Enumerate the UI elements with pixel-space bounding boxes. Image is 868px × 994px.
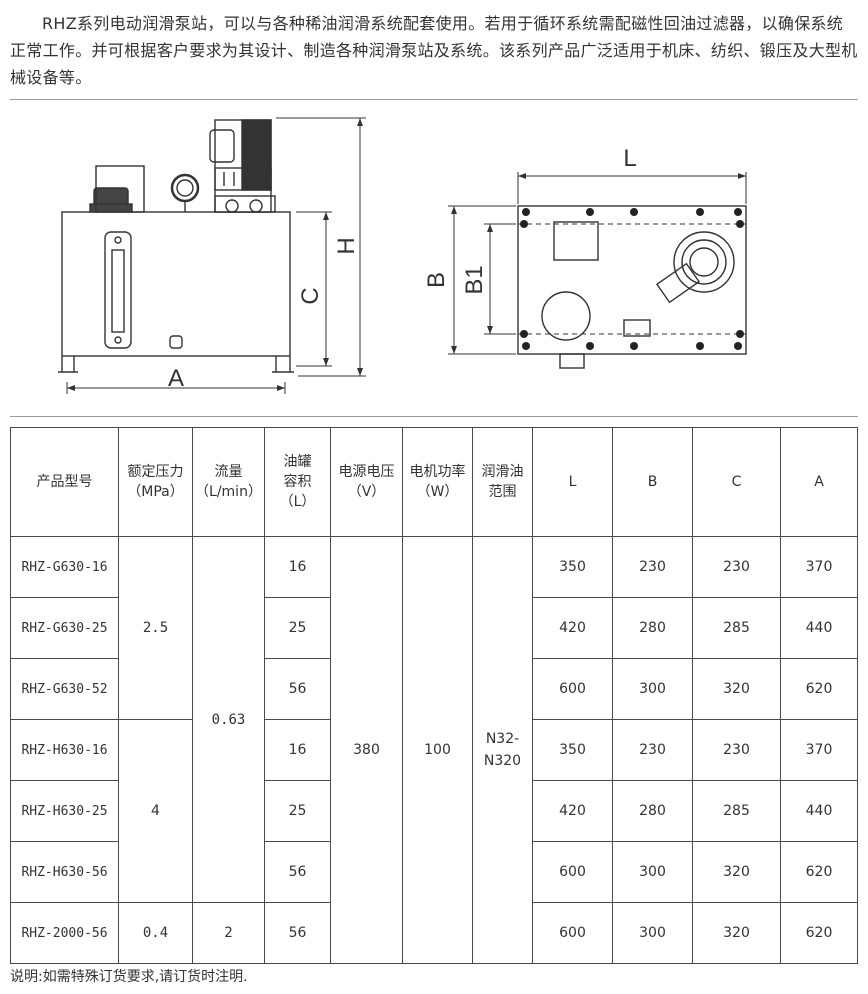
divider-top	[10, 99, 858, 100]
cell-c: 285	[692, 780, 781, 842]
table-header-row: 产品型号 额定压力 （MPa） 流量 （L/min） 油罐 容积 （L） 电源电…	[10, 427, 858, 537]
cell-model: RHZ-H630-16	[10, 719, 119, 781]
dim-label-b: B	[423, 272, 450, 288]
cell-b: 300	[612, 902, 693, 964]
cell-model: RHZ-G630-52	[10, 658, 119, 720]
table-row: RHZ-2000-56 0.4 2 56 600 300 320 620	[10, 902, 858, 964]
cell-b: 230	[612, 536, 693, 598]
header-b: B	[612, 427, 693, 537]
cell-model: RHZ-G630-25	[10, 597, 119, 659]
header-voltage: 电源电压 （V）	[330, 427, 403, 537]
table-row: RHZ-G630-16 2.5 0.63 16 380 100 N32- N32…	[10, 536, 858, 964]
spec-table: 产品型号 额定压力 （MPa） 流量 （L/min） 油罐 容积 （L） 电源电…	[10, 427, 858, 964]
cell-c: 320	[692, 902, 781, 964]
cell-flow: 0.63	[192, 536, 265, 903]
table-row: RHZ-H630-16 4 16 350 230 230 370	[10, 719, 858, 903]
dim-label-l: L	[623, 145, 636, 172]
dim-label-c: C	[297, 287, 324, 304]
cell-flow: 2	[192, 902, 265, 964]
dim-label-a: A	[168, 365, 184, 392]
cell-model: RHZ-2000-56	[10, 902, 119, 964]
cell-a: 620	[780, 658, 858, 720]
cell-volume: 25	[264, 780, 331, 842]
table-row: RHZ-G630-25 25 420 280 285 440	[10, 597, 858, 659]
header-l: L	[532, 427, 613, 537]
pump-station-drawing: A C H L B B1	[58, 117, 747, 394]
cell-b: 300	[612, 658, 693, 720]
cell-a: 440	[780, 597, 858, 659]
cell-a: 620	[780, 902, 858, 964]
cell-l: 420	[532, 597, 613, 659]
oil-tank	[61, 211, 291, 357]
cell-l: 420	[532, 780, 613, 842]
cell-volume: 56	[264, 658, 331, 720]
cell-a: 620	[780, 841, 858, 903]
cell-model: RHZ-H630-56	[10, 841, 119, 903]
cell-pressure: 0.4	[118, 902, 193, 964]
cell-c: 320	[692, 658, 781, 720]
dim-label-b1: B1	[461, 265, 488, 294]
cell-a: 370	[780, 719, 858, 781]
cell-b: 230	[612, 719, 693, 781]
cell-volume: 16	[264, 536, 331, 598]
cell-c: 320	[692, 841, 781, 903]
oil-level-gauge	[104, 231, 132, 349]
motor-flange	[673, 231, 735, 293]
cell-volume: 56	[264, 902, 331, 964]
cell-volume: 16	[264, 719, 331, 781]
cell-b: 300	[612, 841, 693, 903]
table-row: RHZ-H630-25 25 420 280 285 440	[10, 780, 858, 842]
header-power: 电机功率 （W）	[402, 427, 473, 537]
cell-c: 230	[692, 536, 781, 598]
cell-pressure: 2.5	[118, 536, 193, 720]
cell-model: RHZ-H630-25	[10, 780, 119, 842]
cell-l: 600	[532, 841, 613, 903]
cell-l: 350	[532, 536, 613, 598]
cell-c: 285	[692, 597, 781, 659]
cell-b: 280	[612, 597, 693, 659]
header-pressure: 额定压力 （MPa）	[118, 427, 193, 537]
cell-a: 370	[780, 536, 858, 598]
cell-c: 230	[692, 719, 781, 781]
intro-paragraph: RHZ系列电动润滑泵站，可以与各种稀油润滑系统配套使用。若用于循环系统需配磁性回…	[10, 14, 858, 87]
cell-a: 440	[780, 780, 858, 842]
header-model: 产品型号	[10, 427, 119, 537]
header-volume: 油罐 容积 （L）	[264, 427, 331, 537]
pressure-gauge	[170, 173, 200, 203]
header-c: C	[692, 427, 781, 537]
header-oil-range: 润滑油 范围	[472, 427, 533, 537]
cell-b: 280	[612, 780, 693, 842]
order-note: 说明:如需特殊订货要求,请订货时注明.	[10, 969, 248, 985]
cell-volume: 25	[264, 597, 331, 659]
table-row: RHZ-H630-56 56 600 300 320 620	[10, 841, 858, 903]
cell-l: 600	[532, 902, 613, 964]
dim-label-h: H	[333, 237, 360, 254]
cell-power: 100	[402, 536, 473, 964]
cell-pressure: 4	[118, 719, 193, 903]
cell-l: 350	[532, 719, 613, 781]
cell-l: 600	[532, 658, 613, 720]
cell-model: RHZ-G630-16	[10, 536, 119, 598]
top-view-frame	[517, 205, 747, 355]
divider-middle	[10, 416, 858, 417]
header-flow: 流量 （L/min）	[192, 427, 265, 537]
header-a: A	[780, 427, 858, 537]
cell-voltage: 380	[330, 536, 403, 964]
cell-oil-range: N32- N320	[472, 536, 533, 964]
cell-volume: 56	[264, 841, 331, 903]
